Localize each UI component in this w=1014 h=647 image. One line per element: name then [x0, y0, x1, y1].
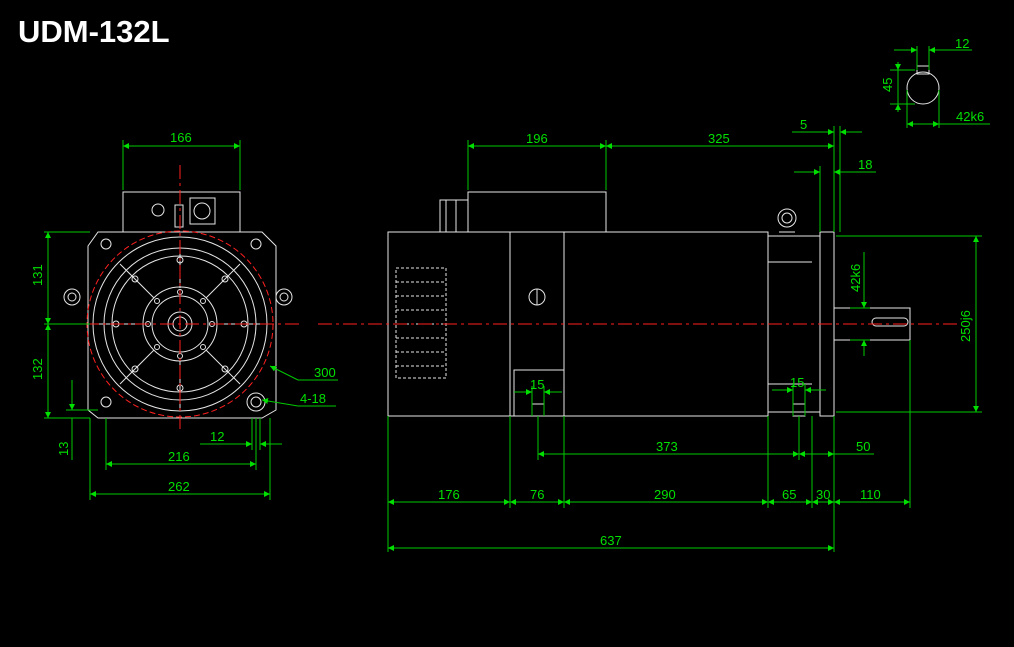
dim-325: 325	[708, 131, 730, 146]
dim-13: 13	[56, 442, 71, 456]
dim-key-42k6: 42k6	[956, 109, 984, 124]
dim-5: 5	[800, 117, 807, 132]
dim-15-left: 15	[530, 377, 544, 392]
dim-76: 76	[530, 487, 544, 502]
dim-300: 300	[314, 365, 336, 380]
dim-290: 290	[654, 487, 676, 502]
front-flange	[87, 231, 277, 419]
dim-262: 262	[168, 479, 190, 494]
dim-637: 637	[600, 533, 622, 548]
dim-15-right: 15	[790, 375, 804, 390]
drawing-title: UDM-132L	[18, 14, 170, 49]
dim-50: 50	[856, 439, 870, 454]
front-view: 166 131 132 13 300 4-18 12 216	[30, 130, 338, 500]
gland-hole	[151, 203, 165, 217]
right-lug	[275, 288, 293, 306]
dim-132: 132	[30, 358, 45, 380]
dim-131: 131	[30, 264, 45, 286]
dim-30: 30	[816, 487, 830, 502]
dim-216: 216	[168, 449, 190, 464]
side-view: 196 325 5 18 42k6 250j6 15 15	[318, 117, 982, 552]
dim-166: 166	[170, 130, 192, 145]
dim-42k6: 42k6	[848, 264, 863, 292]
connector	[189, 197, 216, 225]
vent-grille	[395, 267, 447, 379]
dim-18: 18	[858, 157, 872, 172]
side-terminal-box	[467, 191, 607, 233]
dim-12: 12	[210, 429, 224, 444]
dim-65: 65	[782, 487, 796, 502]
left-lug	[63, 288, 81, 306]
shaft	[833, 307, 911, 341]
terminal-box	[122, 191, 241, 233]
dim-373: 373	[656, 439, 678, 454]
cable-gland	[439, 199, 469, 233]
dim-key-12: 12	[955, 36, 969, 51]
key-detail: 12 45 42k6	[880, 36, 990, 128]
dim-250j6: 250j6	[958, 310, 973, 342]
shaft-section	[906, 71, 940, 105]
dim-176: 176	[438, 487, 460, 502]
dim-196: 196	[526, 131, 548, 146]
dim-4-18: 4-18	[300, 391, 326, 406]
dim-key-45: 45	[880, 78, 895, 92]
dim-110: 110	[860, 487, 881, 502]
